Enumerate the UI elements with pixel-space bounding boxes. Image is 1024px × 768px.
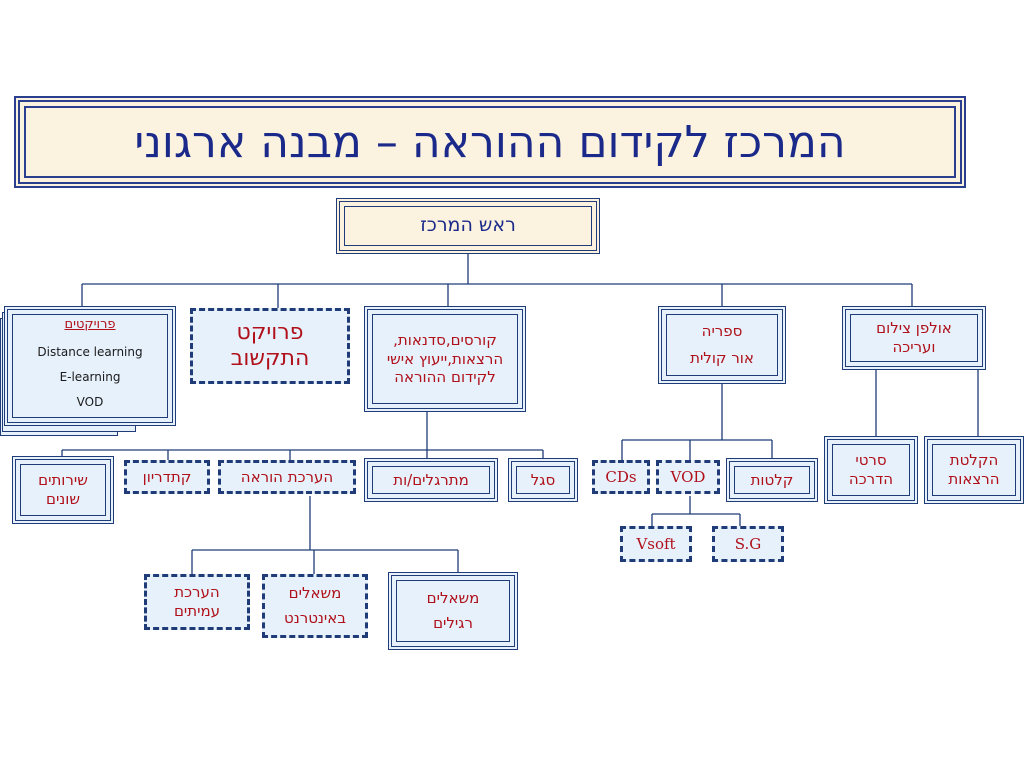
guide-films-label: סרטי הדרכה bbox=[848, 451, 894, 488]
sg-label: S.G bbox=[734, 534, 762, 553]
services-box: שירותים שונים bbox=[12, 456, 114, 524]
lecture-recording-box: הקלטת הרצאות bbox=[924, 436, 1024, 504]
projects-box: פרויקטים Distance learning E-learning VO… bbox=[4, 306, 176, 426]
projects-item: VOD bbox=[76, 394, 104, 409]
peer-eval-box: הערכת עמיתים bbox=[144, 574, 250, 630]
peer-eval-label: הערכת עמיתים bbox=[173, 583, 221, 620]
vod-label: VOD bbox=[670, 467, 706, 486]
lecture-recording-label: הקלטת הרצאות bbox=[948, 451, 1000, 488]
studio-label: אולפן צילום ועריכה bbox=[876, 319, 952, 356]
diagram-title-text: המרכז לקידום ההוראה – מבנה ארגוני bbox=[134, 116, 846, 168]
services-label: שירותים שונים bbox=[38, 471, 88, 508]
head-label: ראש המרכז bbox=[420, 214, 516, 237]
catedrion-box: קתדריון bbox=[124, 460, 210, 494]
tapes-label: קלטות bbox=[750, 470, 794, 489]
catedrion-label: קתדריון bbox=[142, 467, 192, 486]
projects-item: Distance learning bbox=[37, 344, 143, 359]
library-label-line1: ספריה bbox=[701, 322, 743, 340]
regular-questionnaires-label: משאלים רגילים bbox=[426, 588, 480, 633]
staff-box: סגל bbox=[508, 458, 578, 502]
cds-label: CDs bbox=[605, 467, 637, 486]
library-label-line2: אור קולית bbox=[690, 349, 754, 367]
cds-box: CDs bbox=[592, 460, 650, 494]
diagram-title: המרכז לקידום ההוראה – מבנה ארגוני bbox=[14, 96, 966, 188]
head-box: ראש המרכז bbox=[336, 198, 600, 254]
sg-box: S.G bbox=[712, 526, 784, 562]
communication-box: פרויקט התקשוב bbox=[190, 308, 350, 384]
internet-questionnaires-box: משאלים באינטרנט bbox=[262, 574, 368, 638]
vod-box: VOD bbox=[656, 460, 720, 494]
guide-films-box: סרטי הדרכה bbox=[824, 436, 918, 504]
interns-label: מתרגלים/ות bbox=[393, 470, 469, 489]
teaching-eval-label: הערכת הוראה bbox=[240, 467, 334, 486]
teaching-eval-box: הערכת הוראה bbox=[218, 460, 356, 494]
interns-box: מתרגלים/ות bbox=[364, 458, 498, 502]
communication-label: פרויקט התקשוב bbox=[230, 319, 310, 371]
projects-item: E-learning bbox=[59, 369, 121, 384]
studio-box: אולפן צילום ועריכה bbox=[842, 306, 986, 370]
courses-box: קורסים,סדנאות, הרצאות,ייעוץ אישי לקידום … bbox=[364, 306, 526, 412]
library-box: ספריה אור קולית bbox=[658, 306, 786, 384]
internet-questionnaires-label: משאלים באינטרנט bbox=[284, 583, 346, 628]
tapes-box: קלטות bbox=[726, 458, 818, 502]
courses-label: קורסים,סדנאות, הרצאות,ייעוץ אישי לקידום … bbox=[386, 330, 504, 387]
staff-label: סגל bbox=[530, 470, 556, 489]
vsoft-label: Vsoft bbox=[636, 534, 676, 553]
regular-questionnaires-box: משאלים רגילים bbox=[388, 572, 518, 650]
projects-heading: פרויקטים bbox=[64, 317, 116, 333]
vsoft-box: Vsoft bbox=[620, 526, 692, 562]
